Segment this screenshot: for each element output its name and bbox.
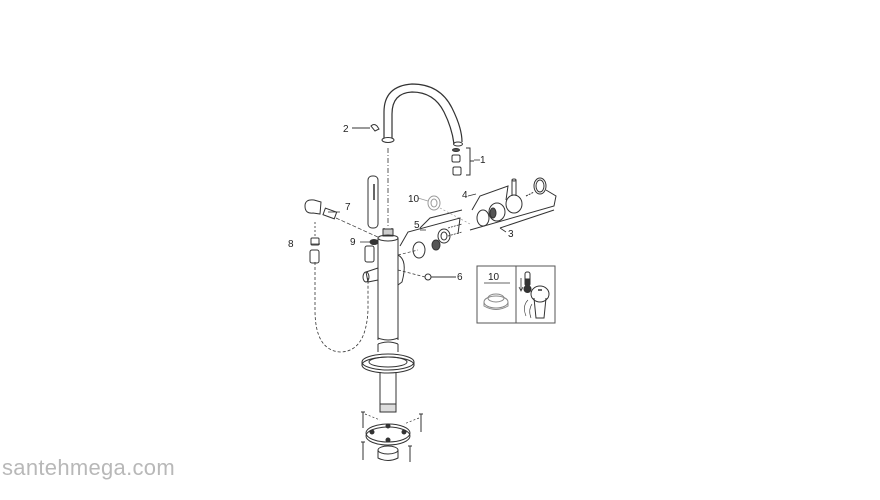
callout-7: 7 bbox=[345, 202, 351, 213]
main-column bbox=[362, 228, 405, 352]
callout-8: 8 bbox=[288, 239, 294, 250]
callout-2: 2 bbox=[343, 124, 349, 135]
callout-5: 5 bbox=[414, 220, 420, 231]
mounting-kit bbox=[361, 411, 423, 462]
elbow-connector bbox=[304, 199, 381, 246]
handle-group bbox=[469, 177, 557, 231]
part-6-oring bbox=[397, 269, 456, 281]
callout-1: 1 bbox=[480, 155, 486, 166]
inset-box bbox=[476, 265, 556, 324]
part-2-set-screw bbox=[352, 124, 380, 132]
part-9-washer bbox=[369, 239, 379, 245]
aerator-parts bbox=[451, 147, 474, 176]
watermark: santehmega.com bbox=[2, 455, 175, 480]
cartridge-group bbox=[397, 195, 471, 259]
callout-9: 9 bbox=[350, 237, 356, 248]
hand-shower bbox=[367, 175, 379, 229]
spout bbox=[381, 83, 463, 147]
callout-6: 6 bbox=[457, 272, 463, 283]
callout-3: 3 bbox=[508, 229, 514, 240]
inset-label-10: 10 bbox=[488, 272, 500, 283]
callout-labels: 2 1 10 4 3 5 6 7 8 9 10 bbox=[288, 124, 514, 283]
shower-hose bbox=[309, 245, 375, 353]
callout-10: 10 bbox=[408, 194, 420, 205]
leader-lines bbox=[311, 159, 507, 245]
callout-4: 4 bbox=[462, 190, 468, 201]
floor-flange bbox=[361, 353, 415, 413]
